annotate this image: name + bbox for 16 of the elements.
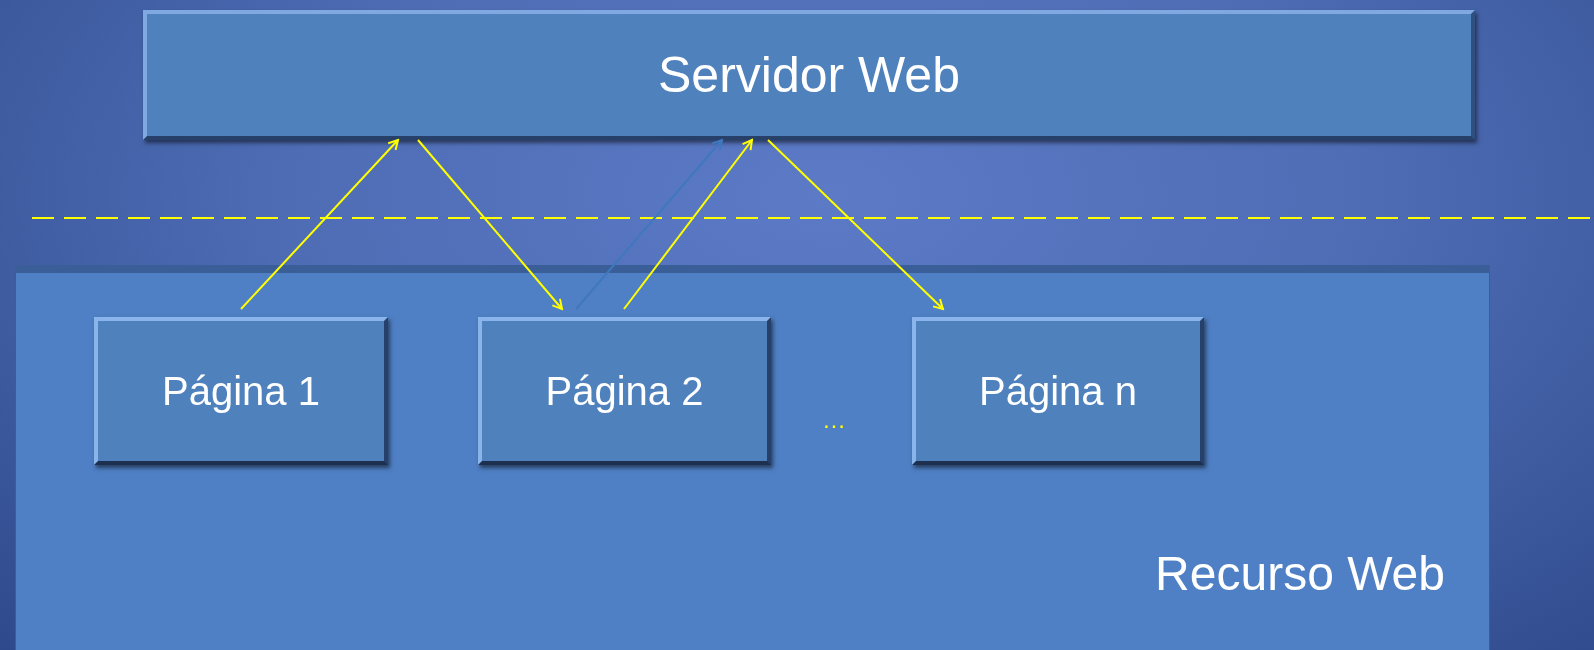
box-label: Página 1 <box>162 371 320 411</box>
page-box <box>912 317 1204 465</box>
ellipsis-label: … <box>822 408 846 432</box>
resource-panel <box>15 265 1490 650</box>
arrow <box>575 139 723 310</box>
page-box <box>94 317 388 465</box>
page-box <box>478 317 771 465</box>
panel-heading: Recurso Web <box>1155 550 1445 598</box>
server-box <box>143 10 1475 140</box>
arrow <box>623 139 753 310</box>
box-label: Página 2 <box>545 371 704 411</box>
arrow <box>240 139 399 310</box>
arrow <box>417 139 563 310</box>
box-label: Página n <box>979 371 1137 411</box>
arrow <box>767 139 944 310</box>
box-label: Servidor Web <box>658 50 960 100</box>
